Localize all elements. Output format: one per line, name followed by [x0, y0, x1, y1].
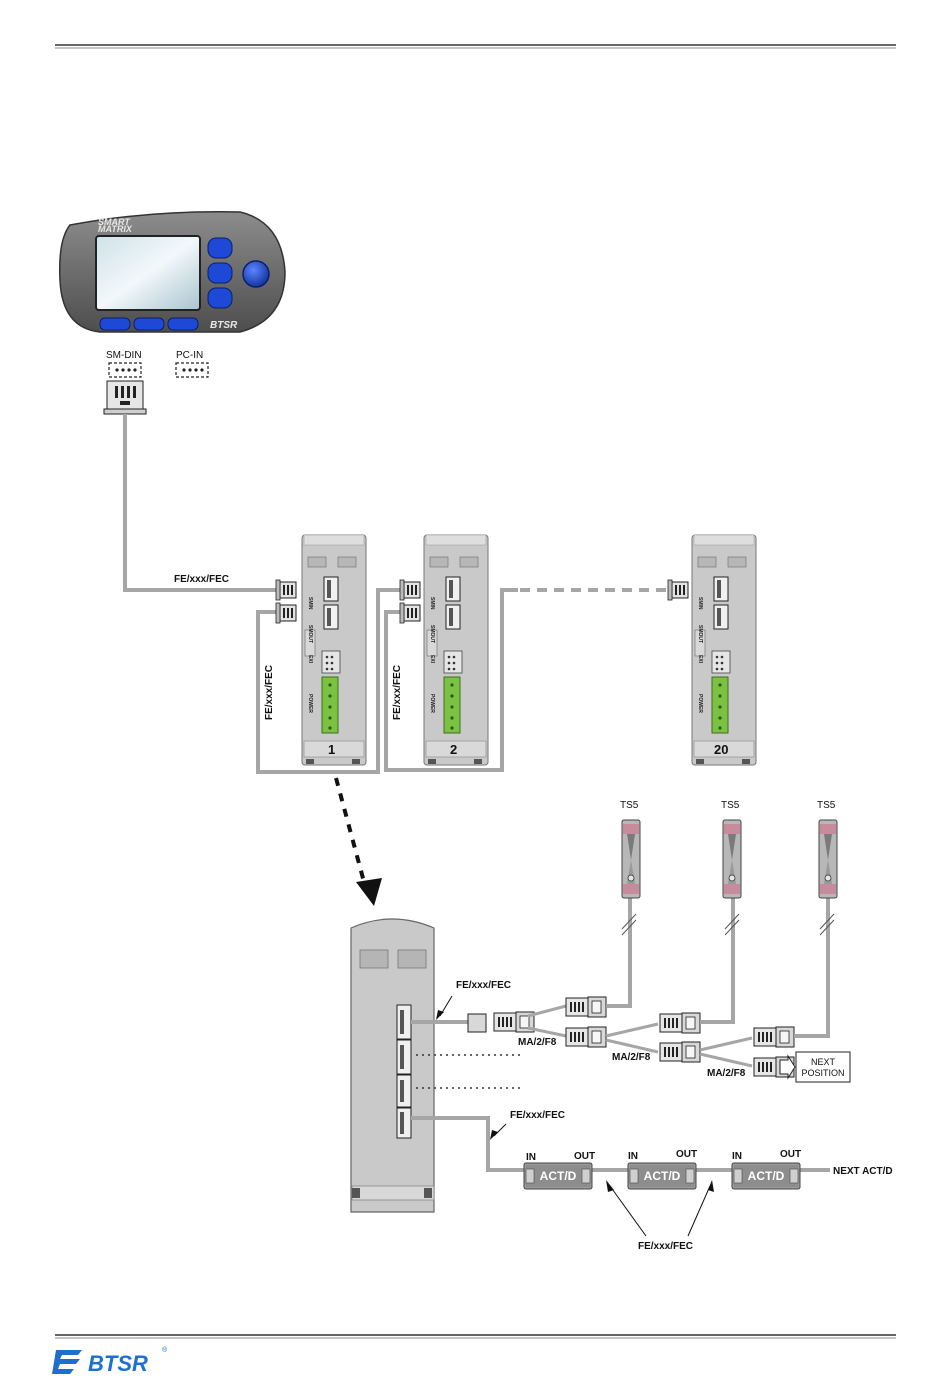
sensor-3-label: TS5: [817, 800, 836, 811]
footer-logo-text: BTSR: [88, 1351, 148, 1376]
module-20-exi: EXI: [697, 655, 703, 664]
module-2-power: POWER: [429, 694, 435, 713]
module-unit-20: SMIN SMOUT EXI POWER 20: [668, 535, 756, 765]
soft-key-1[interactable]: [100, 318, 130, 330]
next-position-line1: NEXT: [811, 1057, 836, 1067]
device-button-2[interactable]: [208, 263, 232, 283]
soft-key-2[interactable]: [134, 318, 164, 330]
actuator-3: IN OUT ACT/D: [732, 1149, 801, 1189]
sm-din-plug: [104, 381, 146, 414]
actuator-2: IN OUT ACT/D: [628, 1149, 697, 1189]
footer-registered: ®: [162, 1346, 168, 1354]
next-act-label: NEXT ACT/D: [833, 1166, 893, 1177]
sensor-2: TS5: [721, 800, 741, 898]
sensor-1: TS5: [620, 800, 640, 898]
module-20-smout: SMOUT: [697, 625, 703, 643]
actuator-3-in: IN: [732, 1151, 742, 1162]
actuator-3-label: ACT/D: [748, 1169, 785, 1183]
brand-line2: MATRIX: [98, 224, 133, 234]
cable-label-vert-1: FE/xxx/FEC: [264, 665, 275, 720]
module-unit-2: SMIN SMOUT EXI POWER 2: [400, 535, 488, 765]
soft-key-3[interactable]: [168, 318, 198, 330]
device-logo: BTSR: [210, 320, 238, 331]
module-2-number: 2: [450, 742, 457, 757]
actuator-1-label: ACT/D: [540, 1169, 577, 1183]
cable-label-bottom: FE/xxx/FEC: [638, 1241, 693, 1252]
module-2-smin: SMIN: [429, 597, 435, 610]
module-20-number: 20: [714, 742, 728, 757]
module-unit-1: SMIN SMOUT EXI POWER 1: [276, 535, 366, 765]
zoom-arrow: [336, 778, 382, 906]
module-20-smin: SMIN: [697, 597, 703, 610]
actuator-1-out: OUT: [574, 1151, 595, 1162]
cable-label-top: FE/xxx/FEC: [174, 574, 229, 585]
actuator-3-out: OUT: [780, 1149, 801, 1160]
sensor-3: TS5: [817, 800, 837, 898]
next-position-box: NEXT POSITION: [796, 1052, 850, 1082]
smart-matrix-device: SMART MATRIX BTSR: [60, 212, 285, 332]
actuator-1-in: IN: [526, 1152, 536, 1163]
port-pc-in-label: PC-IN: [176, 350, 203, 361]
module-1-smout: SMOUT: [307, 625, 313, 643]
module-1-exi: EXI: [307, 655, 313, 664]
cable-label-act: FE/xxx/FEC: [510, 1110, 565, 1121]
device-button-3[interactable]: [208, 288, 232, 308]
device-button-1[interactable]: [208, 238, 232, 258]
actuator-1: IN OUT ACT/D: [524, 1151, 595, 1189]
footer-logo: BTSR ®: [52, 1346, 168, 1376]
module-20-power: POWER: [697, 694, 703, 713]
sensor-1-label: TS5: [620, 800, 639, 811]
actuator-2-out: OUT: [676, 1149, 697, 1160]
splitter-label-3: MA/2/F8: [707, 1068, 746, 1079]
port-sm-din: SM-DIN: [106, 350, 142, 377]
device-knob[interactable]: [243, 261, 269, 287]
actuator-2-label: ACT/D: [644, 1169, 681, 1183]
header-rule: [55, 45, 896, 48]
module-1-power: POWER: [307, 694, 313, 713]
module-2-exi: EXI: [429, 655, 435, 664]
cable-label-sensor: FE/xxx/FEC: [456, 980, 511, 991]
next-position-line2: POSITION: [801, 1068, 844, 1078]
module-1-number: 1: [328, 742, 335, 757]
port-sm-din-label: SM-DIN: [106, 350, 142, 361]
footer-rule: [55, 1335, 896, 1338]
splitter-label-2: MA/2/F8: [612, 1052, 651, 1063]
module-detail: [351, 919, 434, 1212]
splitter-label-1: MA/2/F8: [518, 1037, 557, 1048]
sensor-2-label: TS5: [721, 800, 740, 811]
cable-label-vert-2: FE/xxx/FEC: [392, 665, 403, 720]
module-2-smout: SMOUT: [429, 625, 435, 643]
device-screen: [96, 236, 200, 310]
module-1-smin: SMIN: [307, 597, 313, 610]
actuator-2-in: IN: [628, 1151, 638, 1162]
port-pc-in: PC-IN: [176, 350, 208, 377]
